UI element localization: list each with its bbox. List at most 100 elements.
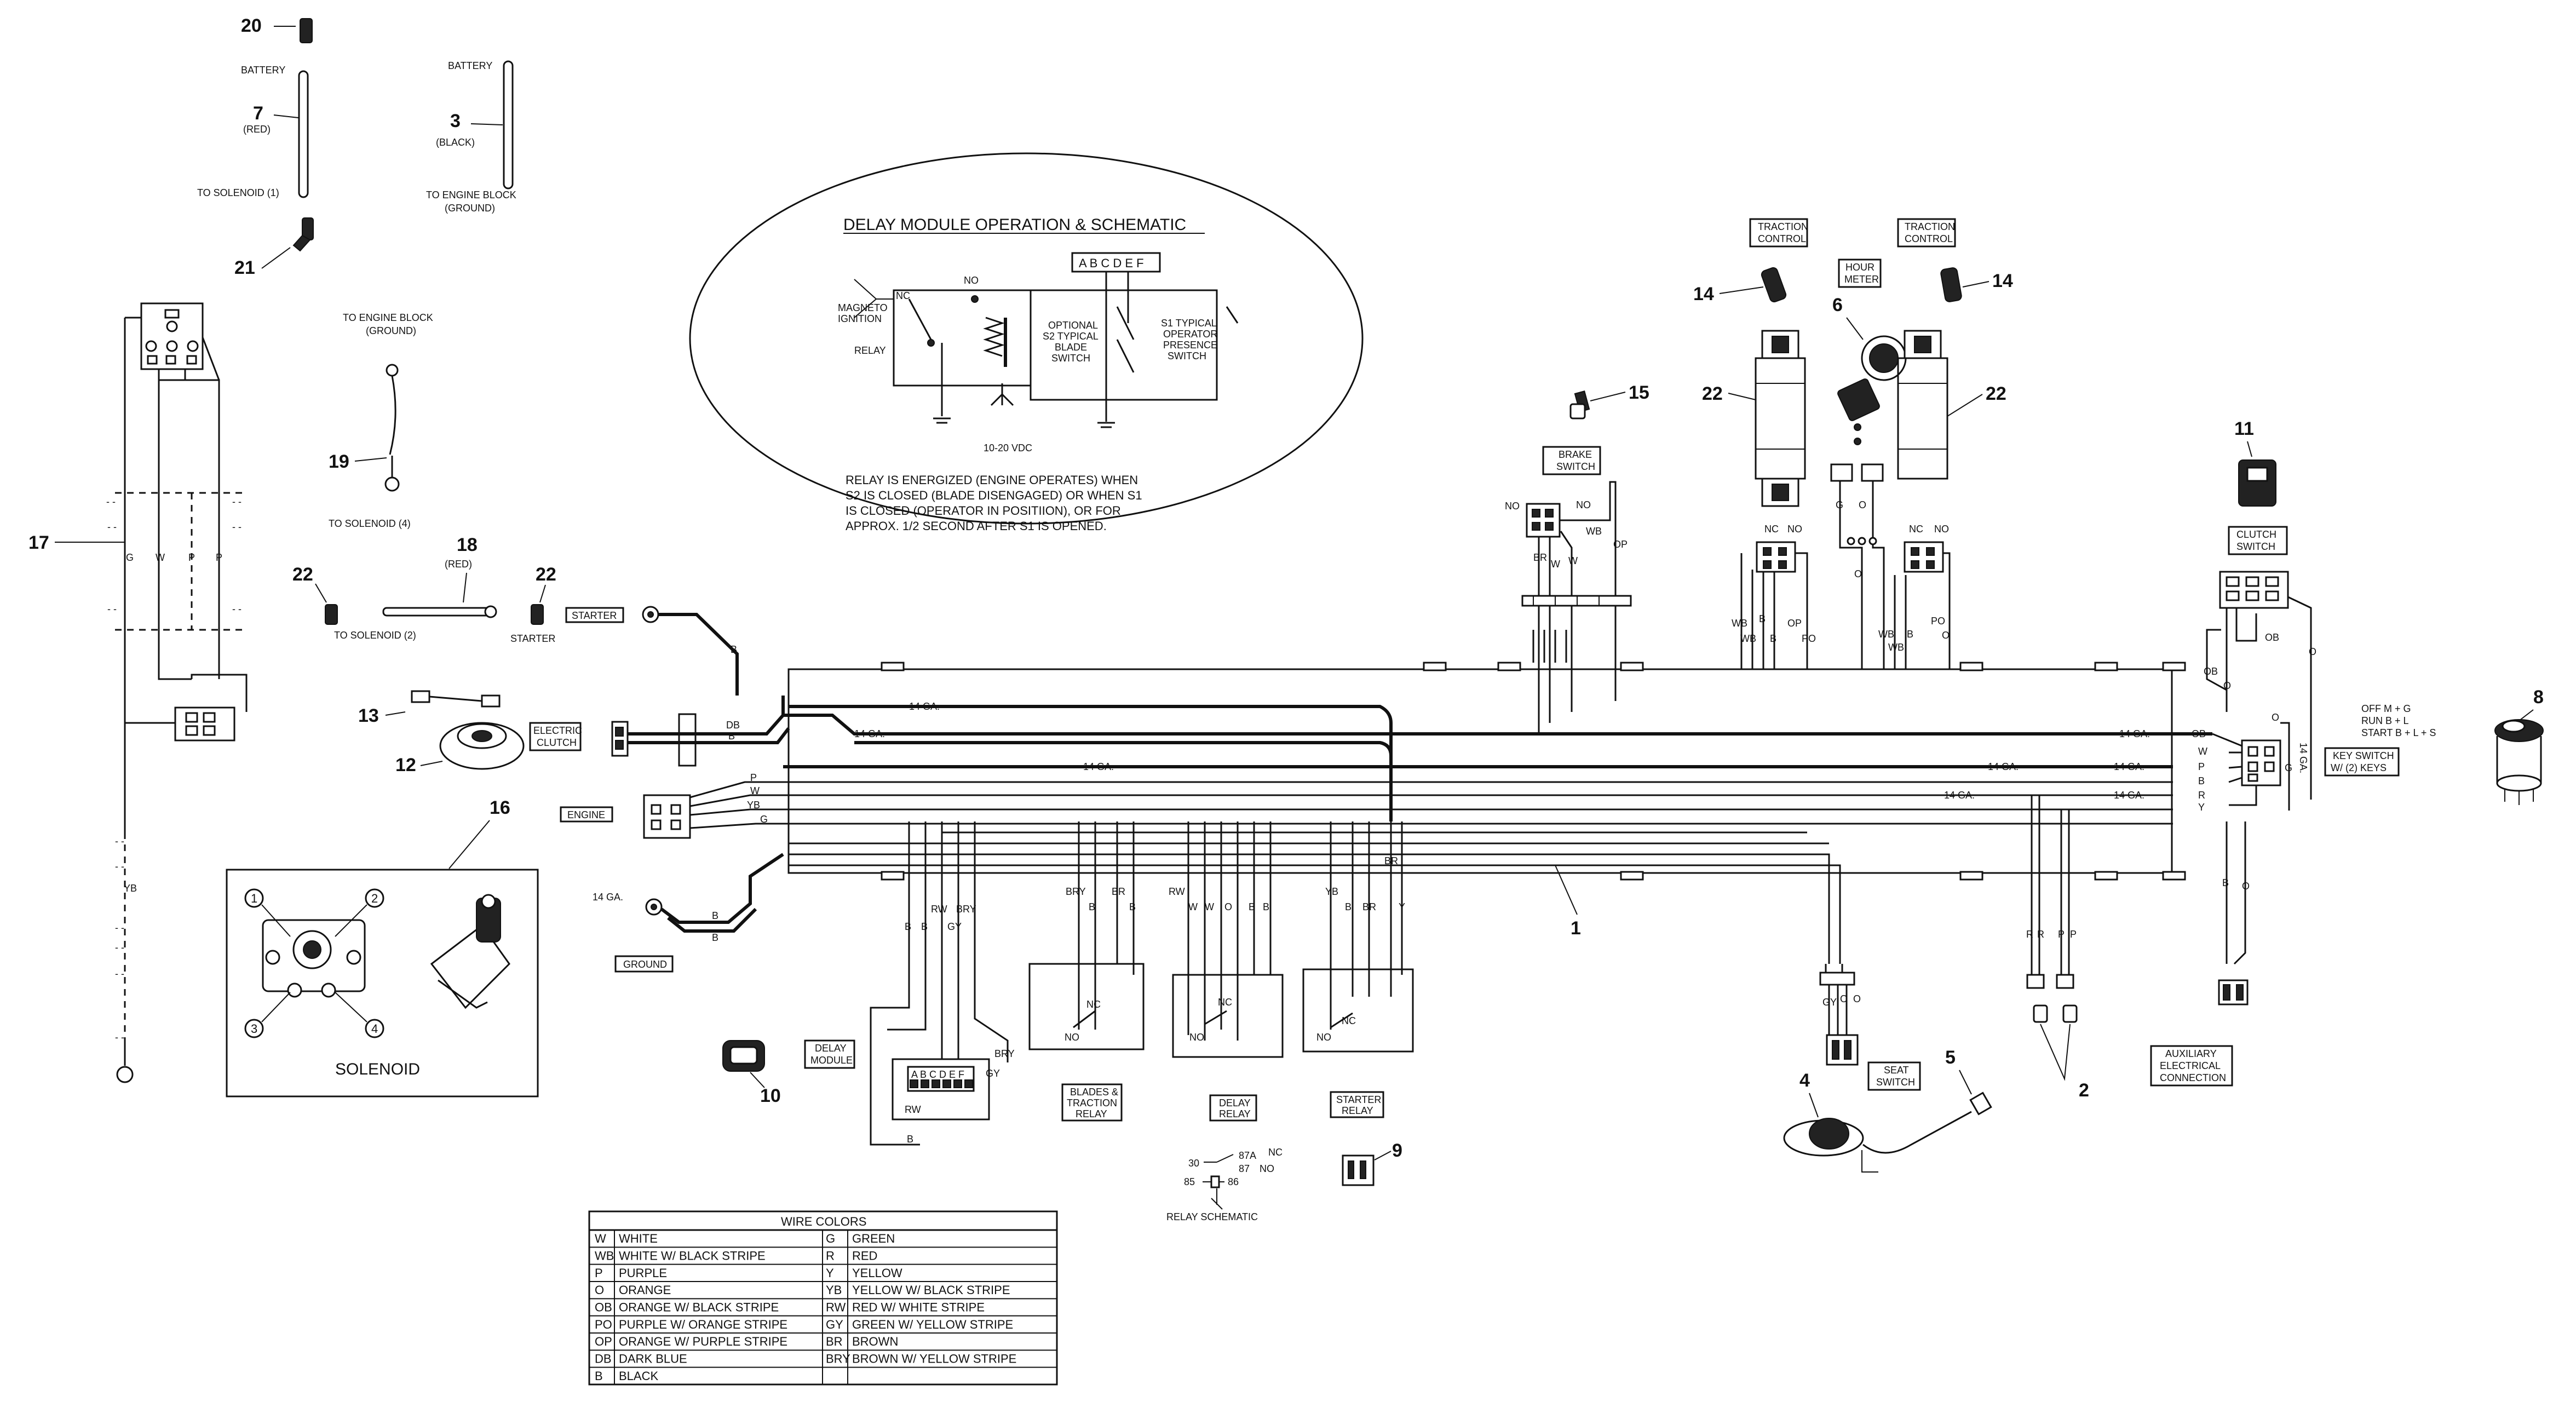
relay-starter: YB B BR Y BR NC NO STARTER RELAY <box>1302 821 1414 1118</box>
traction-control-right: TRACTION CONTROL 14 22 NC NO WB B WB PO … <box>1878 218 2013 669</box>
part-number-15: 15 <box>1629 382 1649 403</box>
key-start: START B + L + S <box>2361 727 2436 738</box>
aux-label-1: AUXILIARY <box>2165 1048 2217 1059</box>
bs-w2: W <box>1568 555 1578 566</box>
ks-p: P <box>2198 761 2205 772</box>
wire-colors-title: WIRE COLORS <box>781 1215 866 1228</box>
part-9: 9 <box>1342 1140 1402 1186</box>
part-number-5: 5 <box>1945 1047 1956 1068</box>
label-box-electric-clutch <box>529 722 582 751</box>
delay-relay: RELAY <box>854 345 886 356</box>
eng-wire-p: P <box>750 772 757 783</box>
label-engine-block-ground-1: TO ENGINE BLOCK <box>343 312 433 323</box>
aux-label-2: ELECTRICAL <box>2160 1060 2221 1071</box>
s1-3: PRESENCE <box>1163 340 1217 350</box>
electric-clutch-label-2: CLUTCH <box>537 737 577 748</box>
traction-control-left: TRACTION CONTROL 14 22 NC NO WB B WB B O… <box>1693 218 1816 669</box>
tc-o1: O <box>1942 630 1950 641</box>
wc-desc-left: WHITE <box>619 1232 658 1245</box>
cs-o2: O <box>2309 646 2316 657</box>
part-number-17: 17 <box>28 532 49 553</box>
s1-2: OPERATOR <box>1163 329 1217 340</box>
dm-wire-b2: B <box>921 921 928 932</box>
part-number-8: 8 <box>2533 687 2544 708</box>
relay-blades: BRY B BR B NC NO BLADES & TRACTION RELAY <box>1028 821 1145 1122</box>
part-number-7: 7 <box>253 103 263 124</box>
delay-nc: NC <box>896 290 910 301</box>
svg-text:- -: - - <box>106 496 116 507</box>
electric-clutch-label-1: ELECTRIC <box>533 725 582 736</box>
label-box-clutch-switch <box>2228 526 2288 555</box>
clutch-part: 13 12 <box>358 690 525 775</box>
seat-o2: O <box>1853 993 1861 1004</box>
r1-wire-b1: B <box>1089 901 1095 912</box>
optional-3: BLADE <box>1055 342 1087 353</box>
wire-label-g: G <box>126 552 134 563</box>
r3-no: NO <box>1316 1032 1331 1043</box>
terminal-boot-22b <box>531 604 544 625</box>
delay-module-title: DELAY MODULE OPERATION & SCHEMATIC <box>843 216 1186 234</box>
dm-wire-gy2: GY <box>986 1068 1000 1079</box>
r3-wire-b: B <box>1345 901 1352 912</box>
dm-wire-b1: B <box>905 921 911 932</box>
gnd-wire-b2: B <box>712 932 718 943</box>
tc-b3: B <box>1907 629 1913 640</box>
hm-o2: O <box>1854 568 1862 579</box>
dm-wire-rw: RW <box>931 904 947 915</box>
label-box-key-switch <box>2324 747 2400 777</box>
tc-po2: PO <box>1931 616 1945 627</box>
r2-wire-b1: B <box>1249 901 1255 912</box>
part-number-16: 16 <box>490 797 510 818</box>
traction-left-label-1: TRACTION <box>1758 221 1808 232</box>
delay-module-label-1: DELAY <box>815 1043 847 1054</box>
label-to-solenoid-2: TO SOLENOID (2) <box>334 630 416 641</box>
key-switch-label-2: W/ (2) KEYS <box>2331 762 2387 773</box>
r1-no: NO <box>1065 1032 1079 1043</box>
key-off: OFF M + G <box>2361 703 2411 714</box>
svg-text:- -: - - <box>232 604 242 614</box>
part-number-14a: 14 <box>1693 284 1714 304</box>
cs-o: O <box>2223 680 2231 691</box>
wc-desc-left: PURPLE <box>619 1266 667 1280</box>
s1-4: SWITCH <box>1168 350 1206 361</box>
wc-code-left: P <box>595 1266 603 1280</box>
tc-b1: B <box>1759 613 1766 624</box>
wire-label-b-starter: B <box>731 644 737 655</box>
part-number-21: 21 <box>234 257 255 278</box>
part-number-14b: 14 <box>1992 271 2013 291</box>
starter-relay-label-1: STARTER <box>1336 1094 1381 1105</box>
optional-2: S2 TYPICAL <box>1043 331 1099 342</box>
svg-text:3: 3 <box>251 1022 257 1036</box>
bs-wb: WB <box>1586 526 1602 537</box>
traction-right-label-2: CONTROL <box>1905 233 1953 244</box>
gauge-14e: 14 GA. <box>1988 761 2019 772</box>
c2-r2: R <box>2037 929 2044 940</box>
wc-desc-right: GREEN W/ YELLOW STRIPE <box>852 1318 1013 1331</box>
dm-wire-rw2: RW <box>905 1104 921 1115</box>
ground-label: GROUND <box>623 959 667 970</box>
label-box-seat-switch <box>1867 1061 1921 1091</box>
cable-group-18: 18 (RED) 22 TO SOLENOID (2) 22 STARTER <box>292 535 556 644</box>
wc-code-left: WB <box>595 1249 614 1263</box>
eng-wire-w: W <box>750 785 760 796</box>
bs-w1: W <box>1551 559 1560 570</box>
gnd-wire-b1: B <box>712 910 718 921</box>
rs-87: 87 <box>1239 1163 1250 1174</box>
optional-1: OPTIONAL <box>1048 320 1098 331</box>
ks-g: G <box>2285 762 2292 773</box>
label-box-delay-relay <box>1209 1094 1257 1122</box>
ks-b: B <box>2198 775 2205 786</box>
wire-label-yb: YB <box>124 883 137 894</box>
r3-nc: NC <box>1342 1015 1356 1026</box>
gauge-14d: 14 GA. <box>2119 728 2150 739</box>
ks-y: Y <box>2198 802 2205 813</box>
brake-switch: 15 BRAKE SWITCH NO NO WB OP BR W W <box>1505 382 1649 734</box>
delay-vdc: 10-20 VDC <box>984 443 1032 453</box>
svg-text:- -: - - <box>232 496 242 507</box>
part-2: R R P P 2 <box>2026 795 2089 1101</box>
label-box-traction-left <box>1749 218 1808 248</box>
wc-desc-left: ORANGE <box>619 1283 671 1297</box>
svg-text:- -: - - <box>115 836 124 847</box>
